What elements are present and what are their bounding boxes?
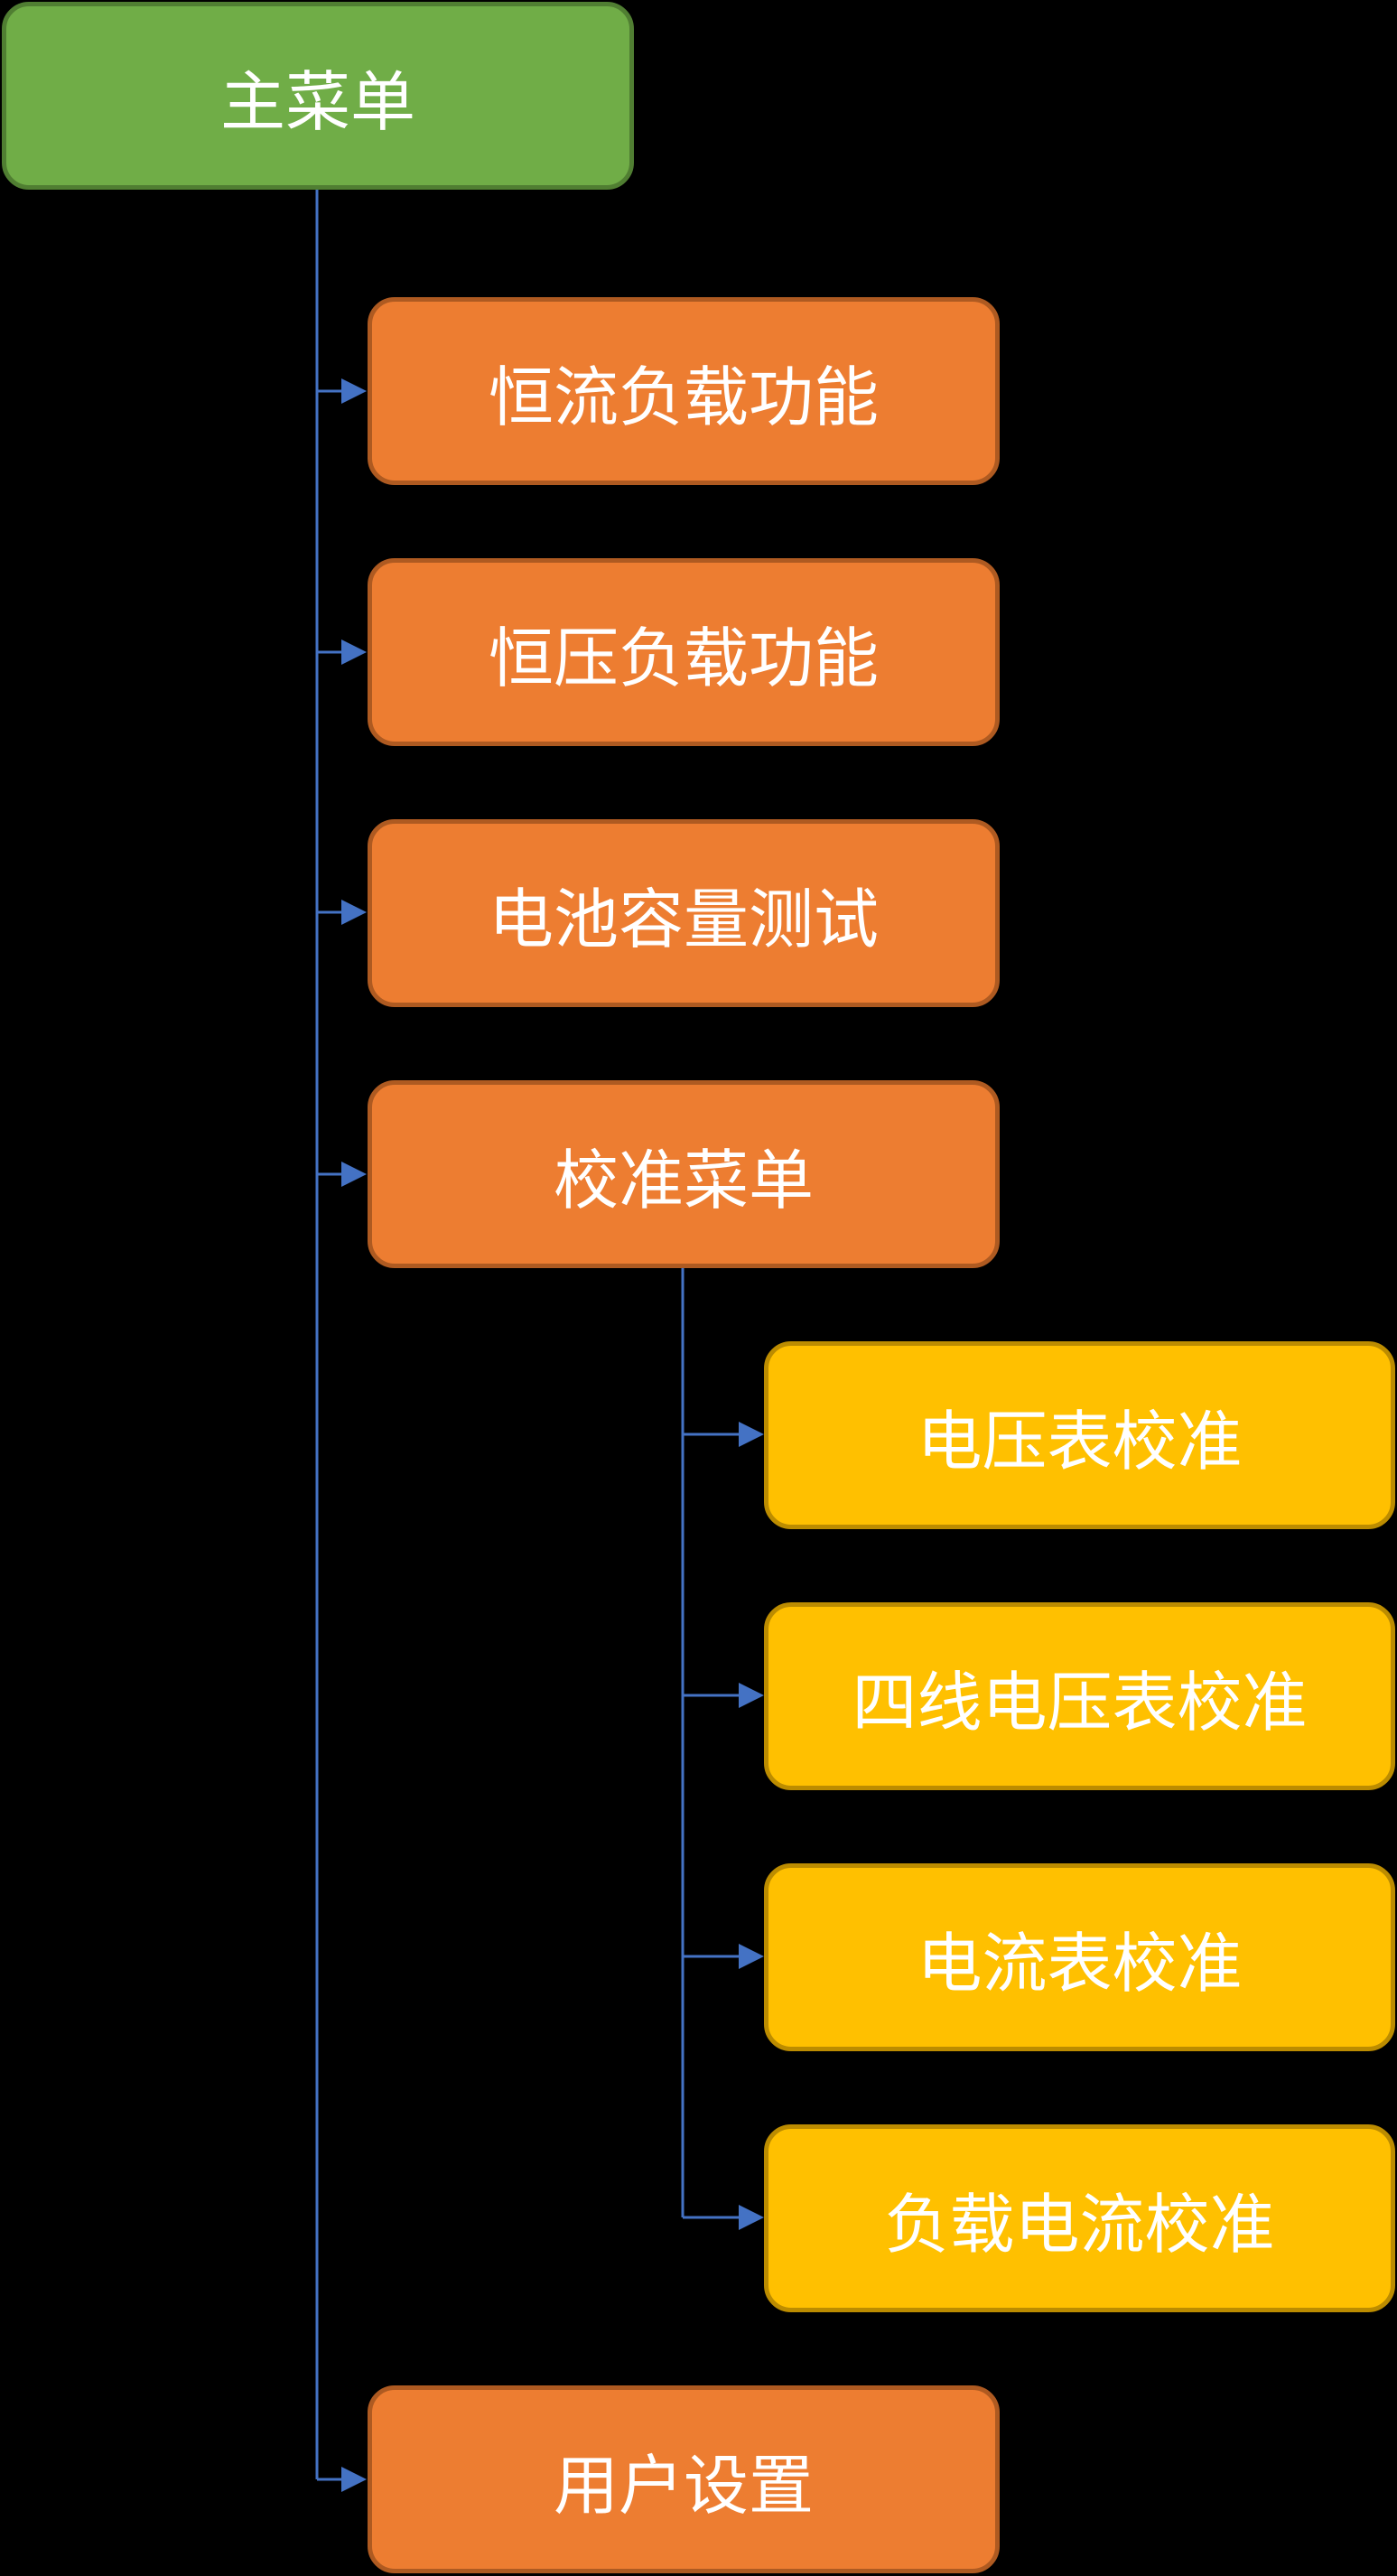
menu-item-label: 电池容量测试 — [488, 881, 879, 957]
arrowhead-icon — [739, 1422, 764, 1447]
menu-item-constant-voltage[interactable]: 恒压负载功能 — [368, 558, 1000, 746]
submenu-item-voltmeter-calibration[interactable]: 电压表校准 — [764, 1341, 1395, 1529]
submenu-item-label: 负载电流校准 — [884, 2186, 1275, 2263]
submenu-item-label: 电压表校准 — [917, 1403, 1243, 1479]
submenu-item-four-wire-voltmeter-calibration[interactable]: 四线电压表校准 — [764, 1602, 1395, 1790]
arrowhead-icon — [739, 1944, 764, 1969]
menu-item-label: 恒流负载功能 — [488, 359, 879, 435]
arrowhead-icon — [739, 2205, 764, 2230]
arrowhead-icon — [341, 1162, 367, 1187]
main-menu-node[interactable]: 主菜单 — [2, 2, 634, 190]
arrowhead-icon — [739, 1683, 764, 1708]
submenu-item-label: 四线电压表校准 — [852, 1664, 1308, 1741]
menu-item-calibration-menu[interactable]: 校准菜单 — [368, 1080, 1000, 1268]
arrowhead-icon — [341, 639, 367, 665]
menu-item-label: 恒压负载功能 — [488, 620, 879, 696]
main-menu-label: 主菜单 — [219, 63, 415, 140]
arrowhead-icon — [341, 900, 367, 925]
menu-item-battery-capacity-test[interactable]: 电池容量测试 — [368, 819, 1000, 1007]
branch-arrows-level1 — [317, 378, 367, 2492]
branch-arrows-level2 — [683, 1422, 764, 2230]
submenu-item-ammeter-calibration[interactable]: 电流表校准 — [764, 1863, 1395, 2051]
arrowhead-icon — [341, 2467, 367, 2492]
menu-item-user-settings[interactable]: 用户设置 — [368, 2385, 1000, 2573]
submenu-item-load-current-calibration[interactable]: 负载电流校准 — [764, 2124, 1395, 2312]
menu-item-label: 用户设置 — [553, 2447, 814, 2524]
menu-item-constant-current[interactable]: 恒流负载功能 — [368, 297, 1000, 485]
arrowhead-icon — [341, 378, 367, 404]
menu-item-label: 校准菜单 — [553, 1142, 814, 1218]
submenu-item-label: 电流表校准 — [917, 1925, 1243, 2002]
